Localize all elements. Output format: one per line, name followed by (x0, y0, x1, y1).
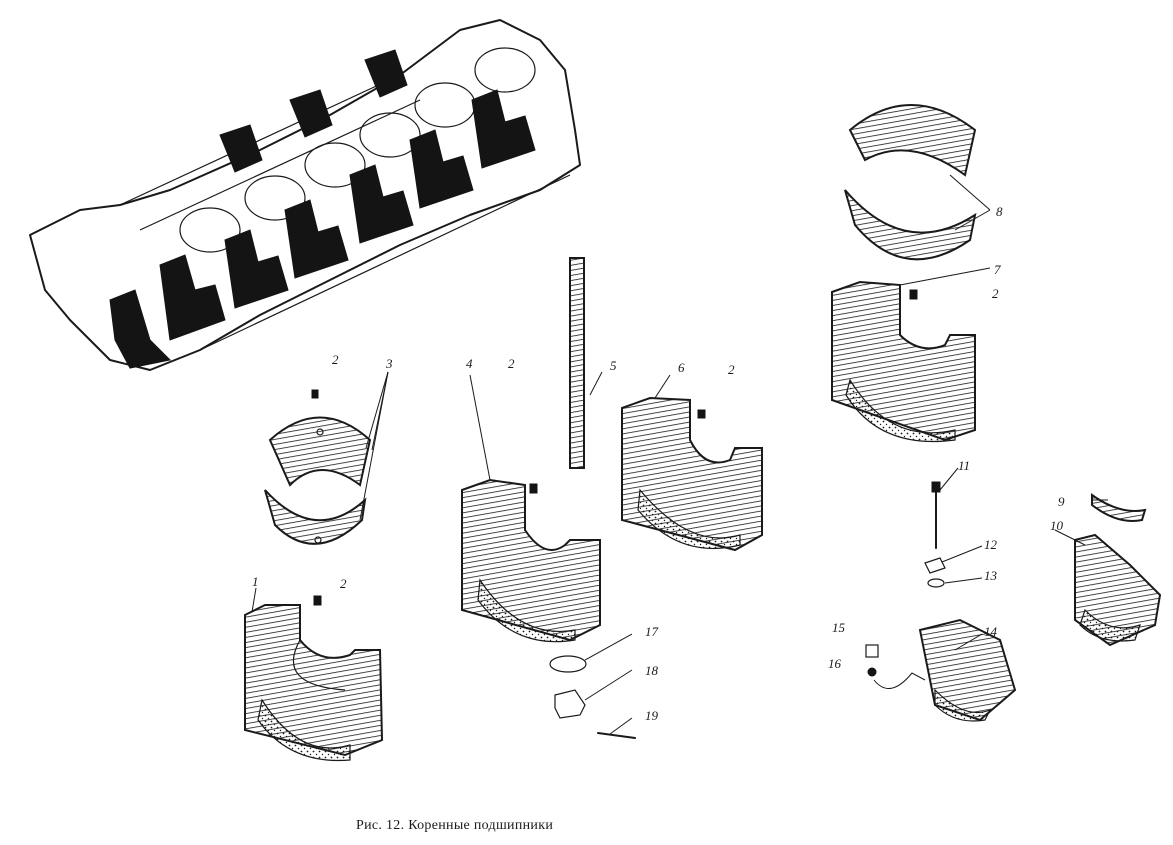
callout-16: 16 (828, 656, 842, 671)
callout-17: 17 (645, 624, 659, 639)
callout-3: 3 (385, 356, 393, 371)
castle-nut-18 (554, 689, 586, 719)
lock-wire-16 (873, 672, 926, 689)
callout-19: 19 (645, 708, 659, 723)
dowel-2a (311, 389, 319, 399)
bearing-cap-1 (244, 604, 384, 762)
callout-2b: 2 (508, 356, 515, 371)
callout-4: 4 (466, 356, 473, 371)
callout-11: 11 (958, 458, 970, 473)
washer-16 (867, 667, 877, 677)
callout-2c: 2 (728, 362, 735, 377)
dowel-2e (313, 595, 322, 606)
bolt-11 (931, 481, 941, 549)
bearing-shells-8 (844, 104, 977, 261)
leader-lines (251, 174, 1108, 735)
washer-17 (549, 655, 587, 673)
callout-18: 18 (645, 663, 659, 678)
half-shell-9 (1091, 493, 1147, 522)
figure-caption: Рис. 12. Коренные подшипники (356, 818, 554, 833)
stud-5 (569, 257, 585, 469)
callout-6: 6 (678, 360, 685, 375)
callout-2a: 2 (332, 352, 339, 367)
callout-2d: 2 (992, 286, 999, 301)
callout-13: 13 (984, 568, 998, 583)
dowel-2d (909, 289, 918, 300)
callout-10: 10 (1050, 518, 1064, 533)
callout-14: 14 (984, 624, 998, 639)
nut-15 (865, 644, 879, 658)
cotter-pin-19 (597, 732, 636, 739)
bearing-cap-6 (621, 396, 763, 552)
callout-2e: 2 (340, 576, 347, 591)
bearing-cap-7 (831, 280, 976, 443)
dowel-2c (697, 409, 706, 419)
callout-8: 8 (996, 204, 1003, 219)
callout-5: 5 (610, 358, 617, 373)
callout-7: 7 (994, 262, 1001, 277)
cylinder-block (29, 19, 581, 371)
bearing-cap-14 (918, 618, 1017, 722)
callout-labels: 1 2 2 2 2 2 3 4 5 6 7 8 9 10 11 12 13 14… (252, 204, 1065, 723)
callout-15: 15 (832, 620, 846, 635)
callout-9: 9 (1058, 494, 1065, 509)
callout-12: 12 (984, 537, 998, 552)
bearing-shells-3 (264, 416, 372, 545)
callout-1: 1 (252, 574, 259, 589)
dowel-2b (529, 483, 538, 494)
washer-13 (927, 578, 945, 588)
bearing-cap-4 (461, 478, 601, 643)
lock-plate-12 (924, 557, 946, 574)
bearing-cap-10 (1074, 533, 1162, 647)
